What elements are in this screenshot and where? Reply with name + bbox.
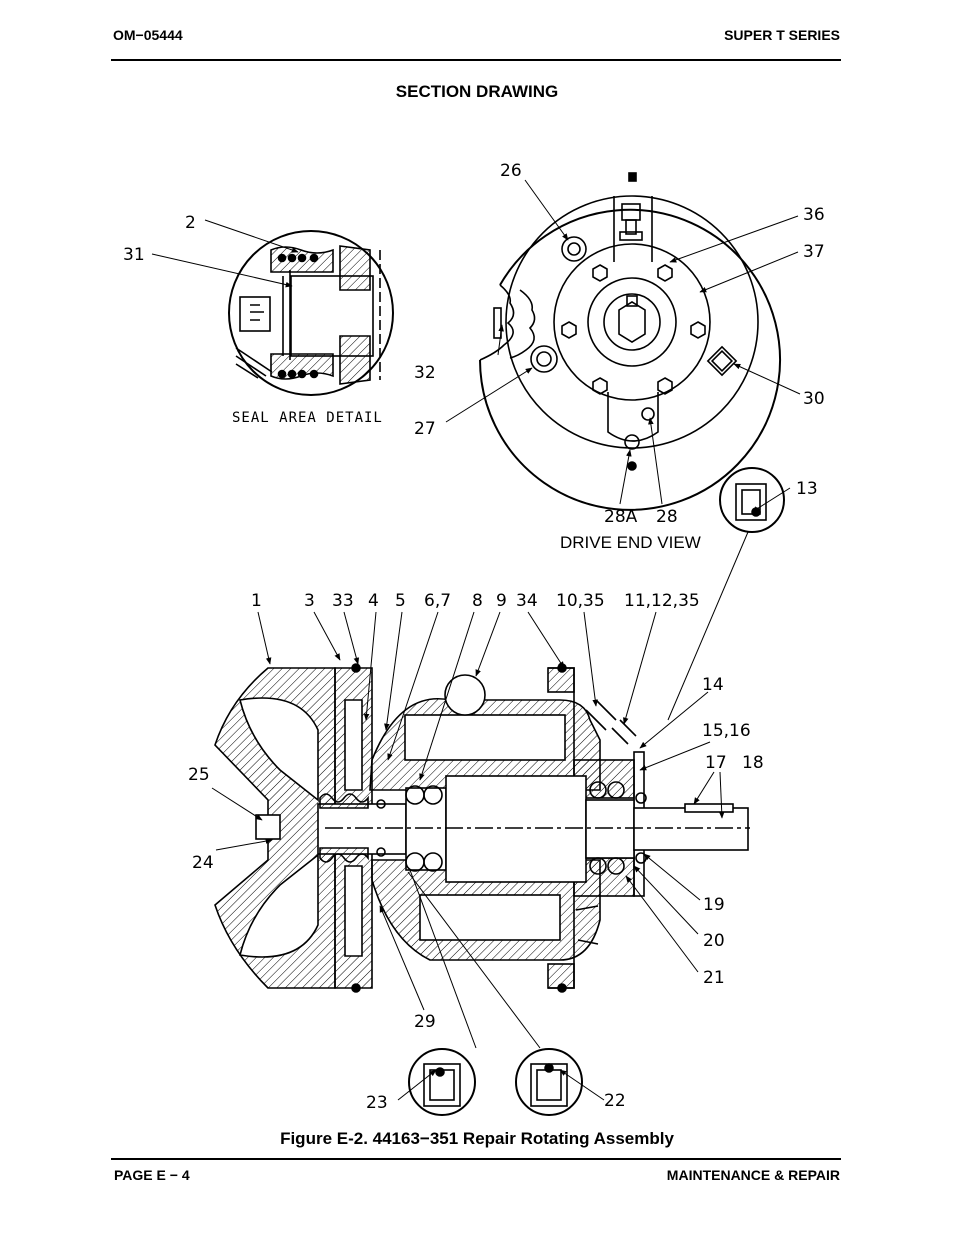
rotating-assembly-section xyxy=(214,663,750,993)
callout-17: 17 xyxy=(705,753,727,773)
section-title: SECTION DRAWING xyxy=(395,82,559,101)
header-rule xyxy=(111,59,841,61)
callout-2: 2 xyxy=(185,213,196,233)
callout-numbers: 26 36 37 32 27 30 28A 28 2 31 13 1 3 33 … xyxy=(123,161,825,1113)
footer-rule xyxy=(111,1158,841,1160)
callout-27: 27 xyxy=(414,419,436,439)
callout-28a: 28A xyxy=(604,507,638,527)
drive-end-view xyxy=(479,172,781,511)
page-number: PAGE E − 4 xyxy=(114,1167,190,1183)
drive-end-view-label: DRIVE END VIEW xyxy=(560,533,701,552)
callout-8: 8 xyxy=(472,591,483,611)
detail-link-lines xyxy=(407,531,749,1049)
callout-6-7: 6,7 xyxy=(424,591,451,611)
detail-circle-23 xyxy=(408,1048,476,1116)
callout-21: 21 xyxy=(703,968,725,988)
callout-30: 30 xyxy=(803,389,825,409)
callout-36: 36 xyxy=(803,205,825,225)
callout-19: 19 xyxy=(703,895,725,915)
detail-circle-13 xyxy=(719,467,785,533)
seal-area-detail-label: SEAL AREA DETAIL xyxy=(232,410,383,426)
callout-31: 31 xyxy=(123,245,145,265)
callout-34: 34 xyxy=(516,591,538,611)
callout-20: 20 xyxy=(703,931,725,951)
callout-22: 22 xyxy=(604,1091,626,1111)
callout-14: 14 xyxy=(702,675,724,695)
callout-28: 28 xyxy=(656,507,678,527)
series-name: SUPER T SERIES xyxy=(724,27,840,43)
callout-3: 3 xyxy=(304,591,315,611)
callout-26: 26 xyxy=(500,161,522,181)
callout-10-35: 10,35 xyxy=(556,591,605,611)
callout-15-16: 15,16 xyxy=(702,721,751,741)
callout-5: 5 xyxy=(395,591,406,611)
document-number: OM−05444 xyxy=(113,27,183,43)
section-name: MAINTENANCE & REPAIR xyxy=(666,1167,840,1183)
callout-29: 29 xyxy=(414,1012,436,1032)
callout-24: 24 xyxy=(192,853,214,873)
callout-33: 33 xyxy=(332,591,354,611)
callout-13: 13 xyxy=(796,479,818,499)
callout-11-12-35: 11,12,35 xyxy=(624,591,700,611)
figure-caption: Figure E-2. 44163−351 Repair Rotating As… xyxy=(280,1129,674,1148)
seal-area-detail xyxy=(228,230,394,396)
leader-lines xyxy=(151,179,801,1101)
callout-37: 37 xyxy=(803,242,825,262)
callout-4: 4 xyxy=(368,591,379,611)
callout-1: 1 xyxy=(251,591,262,611)
callout-25: 25 xyxy=(188,765,210,785)
callout-23: 23 xyxy=(366,1093,388,1113)
callout-18: 18 xyxy=(742,753,764,773)
callout-32: 32 xyxy=(414,363,436,383)
detail-circle-22 xyxy=(515,1048,583,1116)
callout-9: 9 xyxy=(496,591,507,611)
